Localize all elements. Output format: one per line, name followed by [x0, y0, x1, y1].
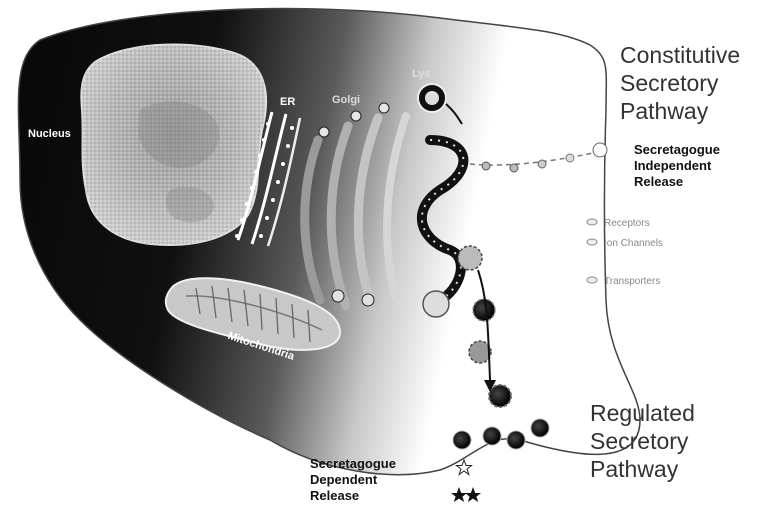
constitutive-title-line1: Constitutive: [620, 42, 740, 68]
er-label: ER: [280, 96, 295, 108]
dependent-release-line1: Secretagogue: [310, 456, 396, 471]
transporters-label: Transporters: [604, 276, 660, 287]
golgi-label: Golgi: [332, 94, 360, 106]
constitutive-title-line3: Pathway: [620, 98, 708, 124]
independent-release-line2: Independent: [634, 158, 711, 173]
regulated-title-line2: Secretory: [590, 428, 688, 454]
lysosome-label: Lys: [412, 68, 431, 80]
nucleus: [81, 45, 266, 245]
independent-release-line3: Release: [634, 174, 683, 189]
regulated-title-line1: Regulated: [590, 400, 695, 426]
ion-channels-label: Ion Channels: [604, 238, 663, 249]
released-molecules: [451, 460, 481, 502]
dependent-release-line2: Dependent: [310, 472, 377, 487]
nucleus-label: Nucleus: [28, 128, 71, 140]
independent-release-line1: Secretagogue: [634, 142, 720, 157]
constitutive-title-line2: Secretory: [620, 70, 718, 96]
regulated-title-line3: Pathway: [590, 456, 678, 482]
dependent-release-line3: Release: [310, 488, 359, 503]
receptors-label: Receptors: [604, 218, 650, 229]
